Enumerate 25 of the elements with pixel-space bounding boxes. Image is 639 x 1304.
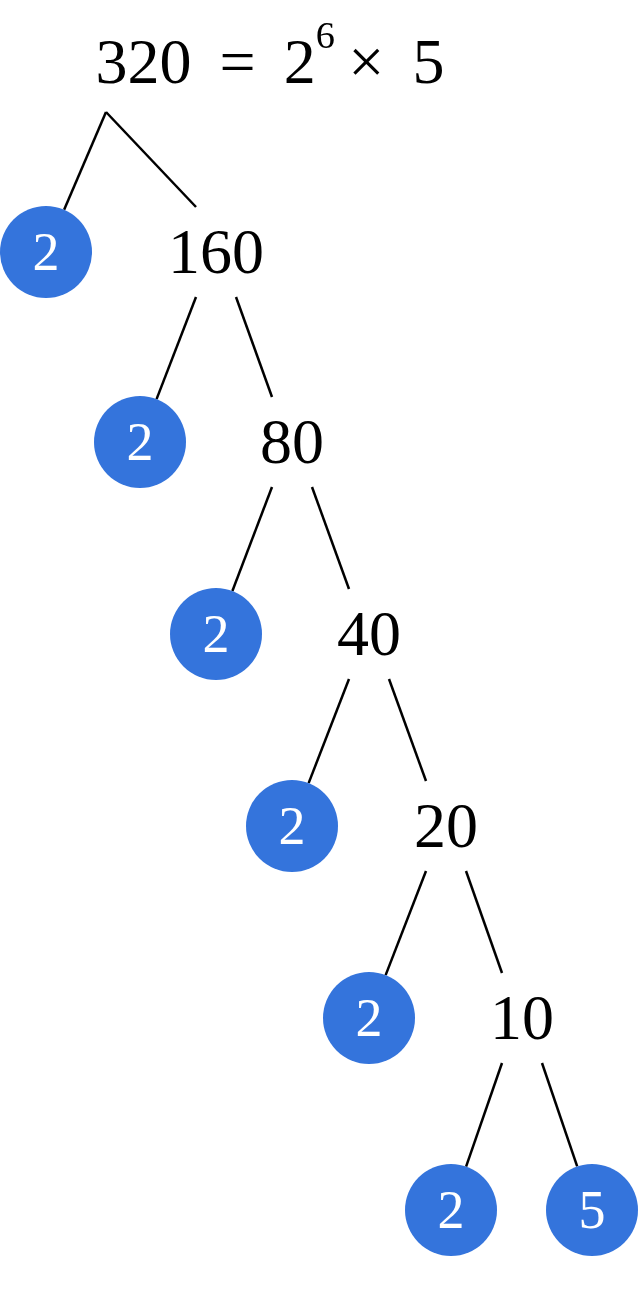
branch-line [384, 870, 428, 976]
composite-number: 10 [462, 973, 582, 1063]
composite-number: 160 [156, 207, 276, 297]
branch-line [540, 1062, 579, 1167]
branch-line [307, 678, 351, 784]
branch-line [464, 870, 504, 974]
composite-number: 80 [232, 397, 352, 487]
composite-number: 40 [309, 589, 429, 679]
prime-factor-circle: 5 [546, 1164, 638, 1256]
prime-factor-circle: 2 [323, 972, 415, 1064]
branch-line [155, 296, 198, 400]
branch-line [387, 678, 428, 782]
branch-line [231, 486, 274, 592]
branch-line [62, 111, 108, 211]
prime-factor-circle: 2 [170, 588, 262, 680]
prime-factor-circle: 2 [94, 396, 186, 488]
branch-line [234, 296, 274, 398]
prime-factor-circle: 2 [0, 206, 92, 298]
prime-factor-circle: 2 [246, 780, 338, 872]
factorization-equation: 320 = 2$^{6}$ × 5 [70, 12, 470, 112]
composite-number: 20 [386, 781, 506, 871]
prime-factor-circle: 2 [405, 1164, 497, 1256]
branch-line [105, 111, 197, 208]
branch-line [310, 486, 351, 590]
branch-line [464, 1062, 504, 1167]
